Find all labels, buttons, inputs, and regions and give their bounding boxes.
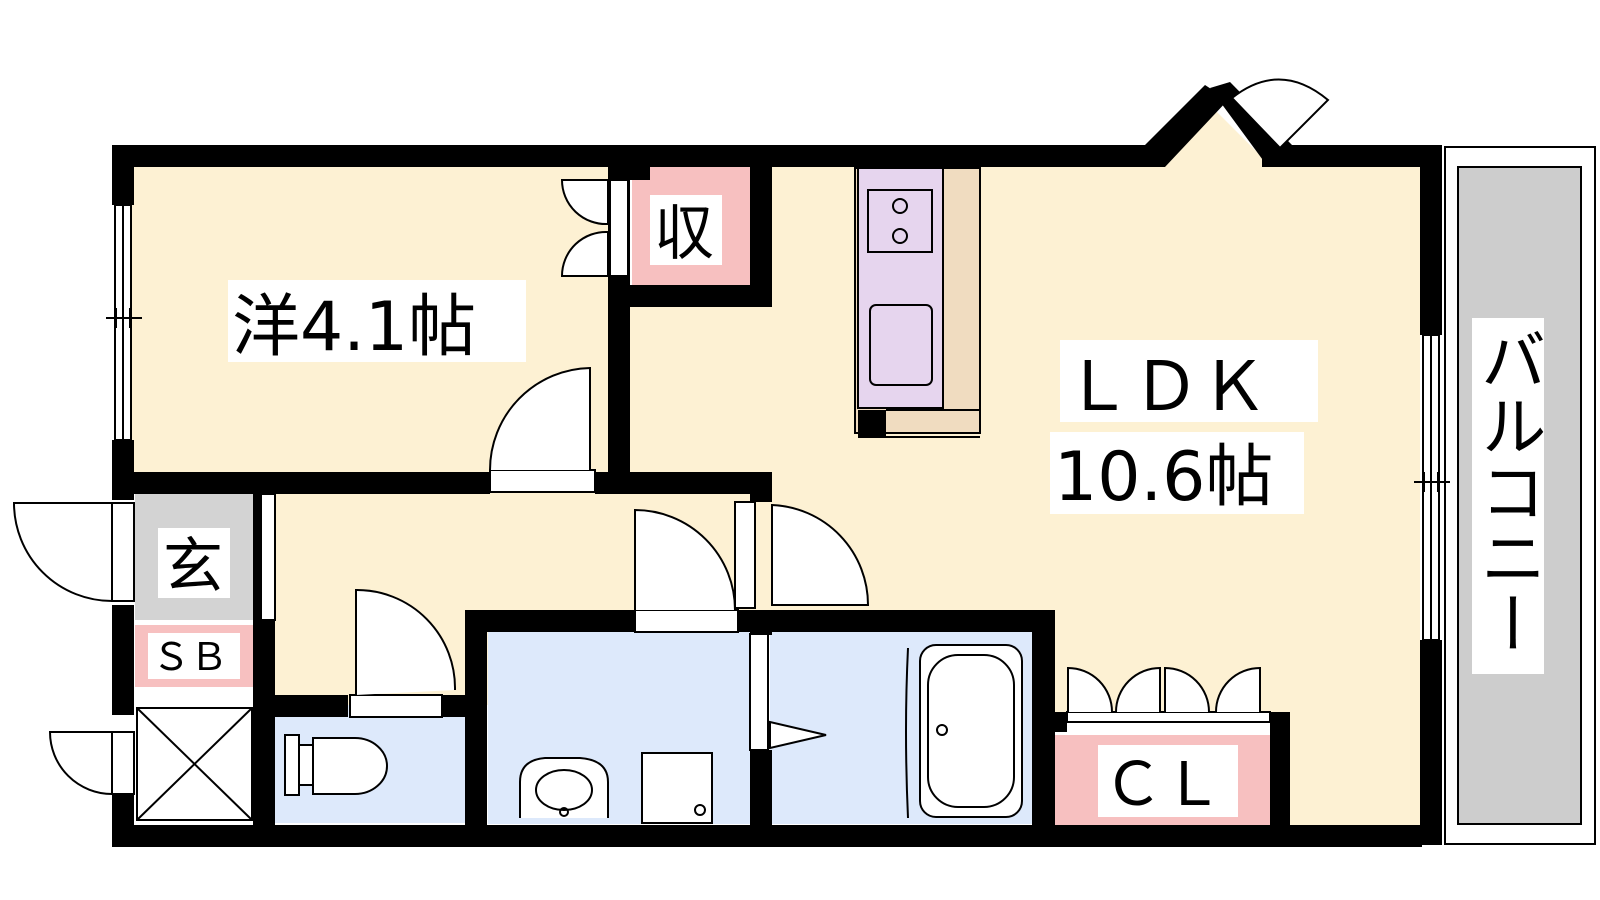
bathtub-icon bbox=[905, 644, 1023, 819]
shoe-box-label-bg bbox=[148, 633, 240, 679]
windows bbox=[106, 89, 1450, 751]
doors bbox=[12, 78, 1330, 796]
storage-label-bg bbox=[650, 195, 722, 265]
western-room-label: 洋4.1帖 bbox=[232, 288, 476, 367]
labels: 洋4.1帖 収 ＬＤＫ 10.6帖 バルコニー 玄 ＳＢ ＣＬ bbox=[148, 195, 1547, 820]
shoe-box-label: ＳＢ bbox=[152, 635, 228, 679]
ldk-door bbox=[771, 503, 870, 606]
western-room-label-bg bbox=[228, 280, 526, 362]
burner-icon bbox=[892, 198, 908, 214]
ldk-label-bg bbox=[1060, 340, 1318, 422]
burner-icon bbox=[892, 228, 908, 244]
closet-doors bbox=[1066, 666, 1271, 723]
kitchen-counter bbox=[854, 167, 981, 438]
closet-label-bg bbox=[1098, 745, 1238, 817]
ldk-label: ＬＤＫ bbox=[1064, 348, 1268, 427]
toilet-icon bbox=[284, 734, 388, 796]
walls bbox=[112, 82, 1442, 847]
meter-door bbox=[48, 731, 135, 796]
toilet-door bbox=[349, 588, 457, 718]
fixtures bbox=[136, 644, 1023, 824]
ldk-size-label: 10.6帖 bbox=[1054, 438, 1273, 517]
fridge-mark bbox=[858, 410, 886, 438]
ldk-floor bbox=[630, 100, 1420, 825]
kitchen-unit bbox=[857, 167, 944, 409]
bay-door bbox=[1230, 78, 1330, 150]
stove bbox=[867, 189, 933, 253]
western-room-door bbox=[489, 366, 596, 493]
bath-door-icon bbox=[769, 720, 827, 750]
basin-icon bbox=[519, 757, 609, 818]
storage-label: 収 bbox=[654, 199, 714, 269]
storage-door bbox=[560, 179, 629, 277]
entrance-label: 玄 bbox=[163, 532, 223, 602]
entrance-label-bg bbox=[158, 528, 230, 598]
closet-label: ＣＬ bbox=[1103, 750, 1223, 820]
washroom-door bbox=[634, 508, 739, 633]
balcony-label: バルコニー bbox=[1470, 326, 1547, 656]
ldk-size-label-bg bbox=[1050, 432, 1304, 514]
meter-box bbox=[136, 707, 253, 821]
entrance-door bbox=[12, 502, 135, 603]
sink bbox=[869, 304, 933, 386]
washing-machine-icon bbox=[641, 752, 713, 824]
balcony-label-bg bbox=[1472, 318, 1544, 674]
